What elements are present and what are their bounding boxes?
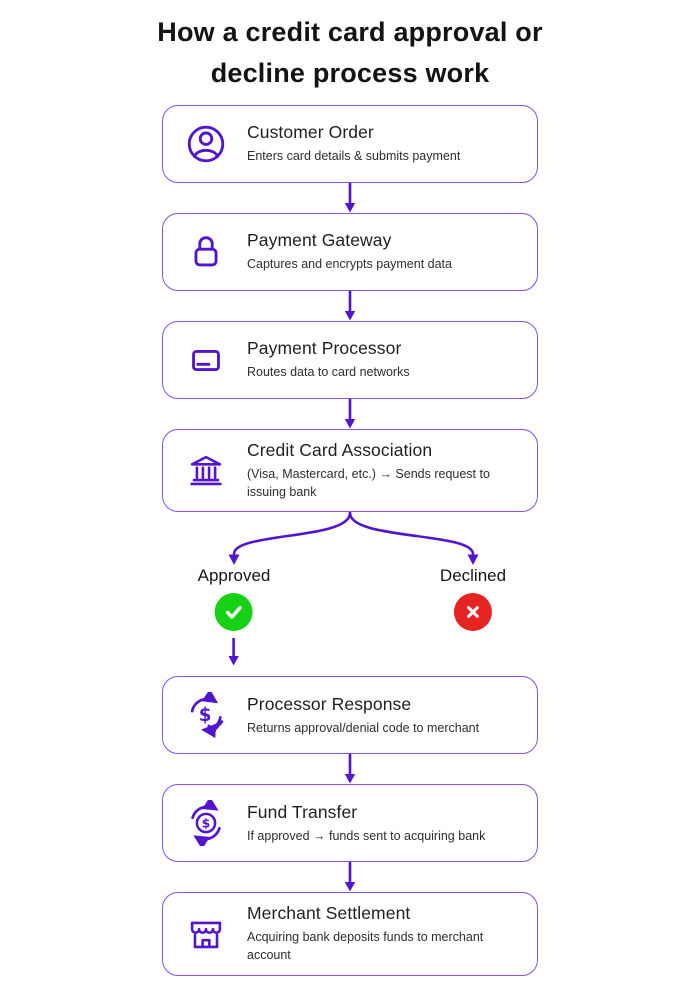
step-subtitle: Acquiring bank deposits funds to merchan…	[247, 930, 484, 963]
page-title-line-2: decline process work	[210, 58, 490, 88]
step-processor-response: $ Processor Response Returns approval/de…	[162, 676, 538, 755]
step-text: Customer Order Enters card details & sub…	[247, 122, 460, 165]
credit-card-icon	[183, 337, 229, 383]
declined-label: Declined	[439, 566, 507, 586]
arrow-down-icon	[344, 754, 356, 784]
arrow-down-icon	[344, 291, 356, 321]
step-title: Customer Order	[247, 122, 374, 143]
step-title: Payment Gateway	[247, 230, 392, 251]
check-icon	[226, 606, 243, 620]
approved-label: Approved	[197, 566, 271, 586]
step-merchant-settlement: Merchant Settlement Acquiring bank depos…	[162, 892, 538, 976]
step-fund-transfer: $ Fund Transfer If approved → funds sent…	[162, 784, 538, 863]
declined-branch: Declined	[439, 566, 507, 632]
step-text: Payment Gateway Captures and encrypts pa…	[247, 230, 452, 273]
arrow-down-icon	[228, 638, 240, 666]
page-title: How a credit card approval or decline pr…	[0, 12, 700, 94]
step-title: Credit Card Association	[247, 440, 433, 460]
arrow-down-icon	[344, 862, 356, 892]
user-icon	[183, 121, 229, 167]
storefront-icon	[183, 911, 229, 957]
branch-section: Approved Declined	[162, 512, 538, 676]
step-title: Fund Transfer	[247, 801, 358, 822]
step-text: Processor Response Returns approval/deni…	[247, 694, 479, 737]
step-title: Merchant Settlement	[247, 903, 411, 924]
arrow-down-icon	[344, 399, 356, 429]
declined-badge	[454, 593, 492, 632]
step-title: Processor Response	[247, 693, 412, 714]
dollar-sync-check-icon: $	[183, 692, 229, 739]
step-subtitle: If approved → funds sent to acquiring ba…	[247, 828, 486, 843]
step-subtitle: Routes data to card networks	[247, 365, 410, 380]
step-credit-card-association: Credit Card Association (Visa, Mastercar…	[162, 429, 538, 513]
lock-icon	[183, 229, 229, 275]
bank-icon	[183, 448, 229, 494]
step-text: Merchant Settlement Acquiring bank depos…	[247, 903, 523, 964]
svg-text:$: $	[202, 816, 211, 831]
svg-text:$: $	[199, 705, 212, 726]
step-text: Credit Card Association (Visa, Mastercar…	[247, 440, 523, 501]
step-subtitle: Captures and encrypts payment data	[247, 257, 452, 272]
approved-badge	[215, 593, 253, 632]
page-title-line-1: How a credit card approval or	[157, 17, 543, 47]
step-subtitle: Returns approval/denial code to merchant	[247, 720, 480, 735]
arrow-down-icon	[344, 183, 356, 213]
flow-column: Customer Order Enters card details & sub…	[162, 105, 538, 976]
step-text: Payment Processor Routes data to card ne…	[247, 338, 410, 381]
step-title: Payment Processor	[247, 338, 402, 359]
x-icon	[467, 606, 479, 619]
step-payment-processor: Payment Processor Routes data to card ne…	[162, 321, 538, 399]
step-subtitle: Enters card details & submits payment	[247, 149, 461, 164]
step-text: Fund Transfer If approved → funds sent t…	[247, 802, 485, 845]
dollar-cycle-icon: $	[183, 800, 229, 847]
step-payment-gateway: Payment Gateway Captures and encrypts pa…	[162, 213, 538, 291]
branch-arrows	[228, 512, 479, 566]
step-subtitle: (Visa, Mastercard, etc.) → Sends request…	[247, 467, 490, 500]
step-customer-order: Customer Order Enters card details & sub…	[162, 105, 538, 183]
approved-branch: Approved	[197, 566, 271, 666]
